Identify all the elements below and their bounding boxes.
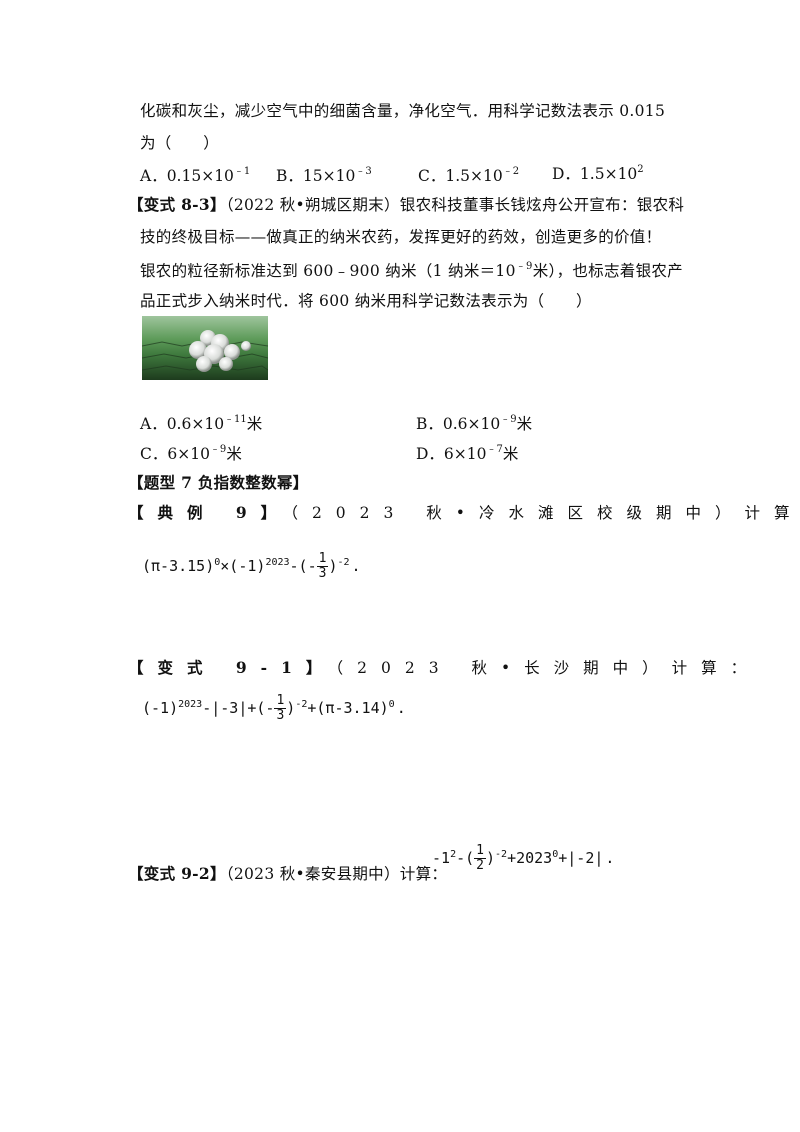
nano-pesticide-image — [142, 316, 268, 380]
question-source: （2023 秋•长沙期中）计算： — [335, 659, 761, 677]
question-header: 【典例 9】（2023 秋•冷水滩区校级期中）计算： — [128, 501, 800, 523]
question-header: 【变式 9-2】（2023 秋•秦安县期中）计算： — [128, 862, 447, 884]
text-line: 品正式步入纳米时代．将 600 纳米用科学记数法表示为（ ） — [140, 292, 592, 310]
option-b: B．15×10﹣3 — [276, 166, 372, 185]
question-source: （2023 秋•秦安县期中）计算： — [225, 865, 448, 883]
text-line: 化碳和灰尘，减少空气中的细菌含量，净化空气．用科学记数法表示 0.015 — [140, 102, 666, 120]
text-line: 银农的粒径新标准达到 600﹣900 纳米（1 纳米＝10﹣9米），也标志着银农… — [140, 261, 683, 280]
option-c: C．6×10﹣9米 — [140, 444, 242, 463]
question-header: 【变式 9-1】（2023 秋•长沙期中）计算： — [128, 656, 760, 678]
option-c: C．1.5×10﹣2 — [418, 166, 520, 185]
question-tag: 【典例 9】 — [128, 503, 291, 522]
option-a: A．0.15×10﹣1 — [140, 166, 251, 185]
option-d: D．6×10﹣7米 — [416, 444, 519, 463]
question-source: （2022 秋•朔城区期末）银农科技董事长钱炫舟公开宣布：银农科 — [225, 196, 685, 214]
text-line: 技的终极目标——做真正的纳米农药，发挥更好的药效，创造更多的价值！ — [140, 228, 662, 246]
option-b: B．0.6×10﹣9米 — [416, 414, 533, 433]
question-header: 【变式 8-3】（2022 秋•朔城区期末）银农科技董事长钱炫舟公开宣布：银农科 — [128, 193, 684, 215]
question-source: （2023 秋•冷水滩区校级期中）计算： — [290, 504, 800, 522]
section-heading: 【题型 7 负指数整数幂】 — [128, 473, 309, 492]
option-a: A．0.6×10﹣11米 — [140, 414, 263, 433]
question-tag: 【变式 8-3】 — [128, 195, 226, 214]
option-d: D．1.5×102 — [552, 164, 644, 183]
question-tag: 【变式 9-1】 — [128, 658, 336, 677]
question-tag: 【变式 9-2】 — [128, 864, 226, 883]
text-line: 为（ ） — [140, 134, 220, 152]
